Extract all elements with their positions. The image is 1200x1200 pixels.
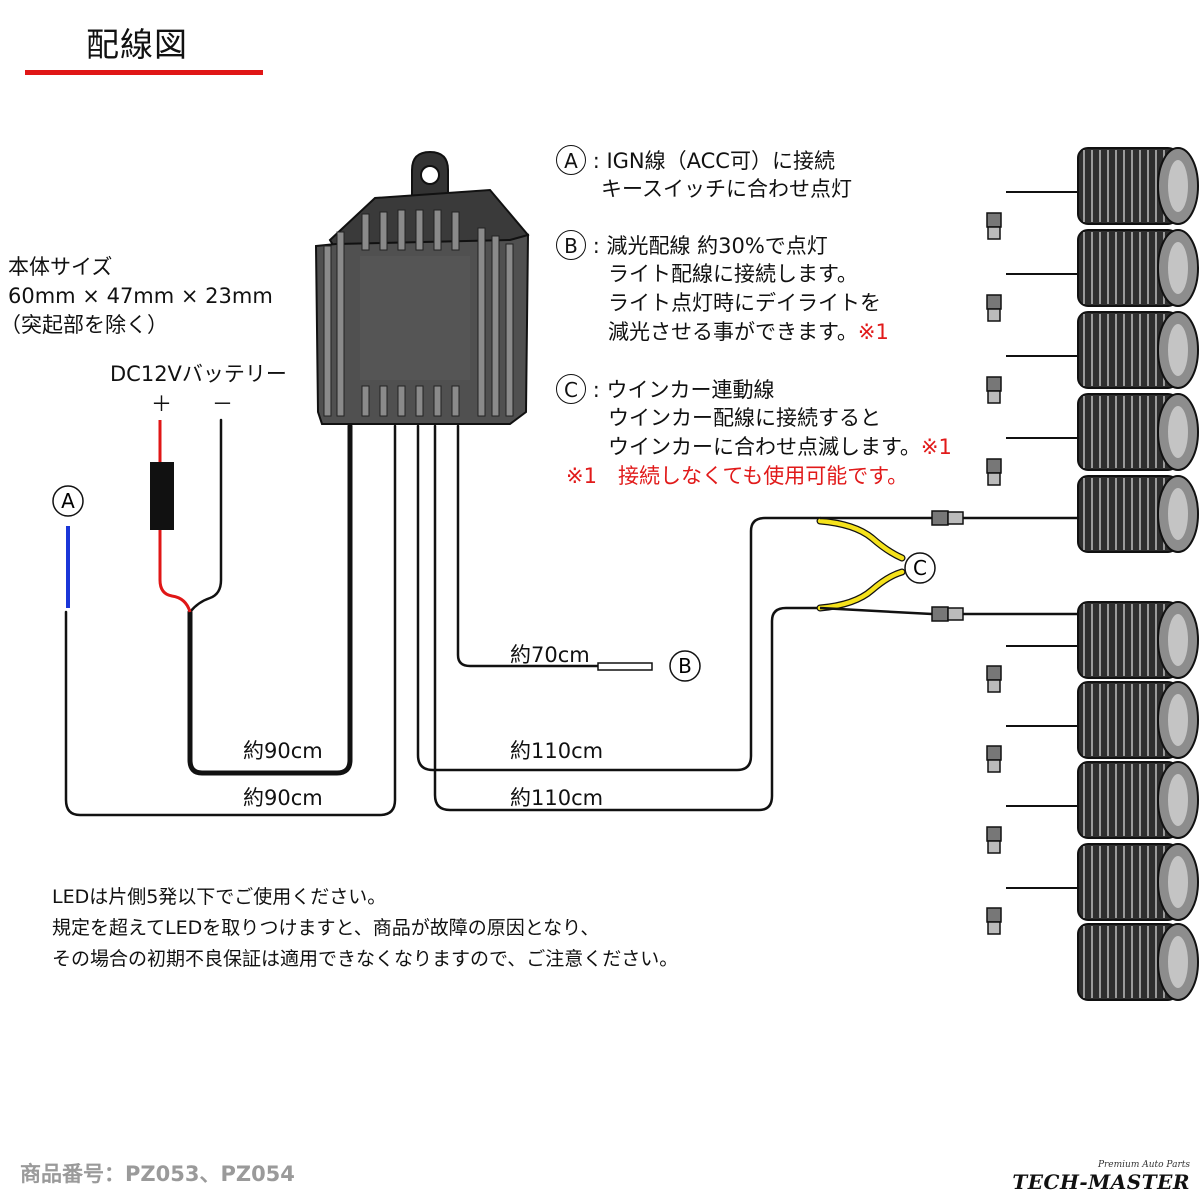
led-link-connector xyxy=(986,665,1002,681)
led-link-connector xyxy=(986,745,1002,761)
body-size-note: （突起部を除く） xyxy=(0,313,168,337)
note-a-line2: キースイッチに合わせ点灯 xyxy=(601,177,852,201)
led-link-connector-cap xyxy=(987,390,1001,404)
note-b-ref: ※1 xyxy=(857,320,889,344)
led-link-connector-cap xyxy=(987,679,1001,693)
led-lamps xyxy=(986,147,1199,1001)
led-link-connector-cap xyxy=(987,759,1001,773)
unit-wires xyxy=(64,418,822,817)
wire-length-90a: 約90cm xyxy=(243,739,323,763)
wire-length-90b: 約90cm xyxy=(243,786,323,810)
note-c-line1: ウインカー連動線 xyxy=(606,378,775,402)
note-b-line2: ライト配線に接続します。 xyxy=(608,262,858,286)
logo-name: TECH-MASTER xyxy=(1012,1170,1190,1194)
led-lens-inner xyxy=(1168,160,1188,212)
led-link-connector xyxy=(986,826,1002,842)
dimmer-wire-end xyxy=(597,662,653,671)
led-link-connector-cap xyxy=(987,472,1001,486)
battery-minus: － xyxy=(212,392,233,416)
diagram-markers: A B C xyxy=(52,485,936,682)
led-lens-inner xyxy=(1168,406,1188,458)
led-feed-wires xyxy=(819,516,1078,616)
led-link-connector-cap xyxy=(987,921,1001,935)
product-code: 商品番号：PZ053、PZ054 xyxy=(20,1162,295,1186)
led-lens-inner xyxy=(1168,936,1188,988)
page-title: 配線図 xyxy=(86,25,188,64)
led-link-connector-cap xyxy=(987,308,1001,322)
wire-length-110b: 約110cm xyxy=(510,786,604,810)
led-link-connector xyxy=(986,294,1002,310)
led-lens-inner xyxy=(1168,774,1188,826)
battery-plus-wire xyxy=(150,420,192,613)
turn-signal-wires xyxy=(816,517,906,612)
note-c-line2: ウインカー配線に接続すると xyxy=(608,406,881,430)
note-b-marker: B xyxy=(556,230,586,260)
led-lens-inner xyxy=(1168,324,1188,376)
feed-connectors xyxy=(931,510,964,622)
brand-logo: Premium Auto Parts TECH-MASTER xyxy=(1012,1160,1190,1194)
warning-line: LEDは片側5発以下でご使用ください。 xyxy=(52,886,387,908)
led-lens-inner xyxy=(1168,856,1188,908)
led-link-connector-cap xyxy=(987,226,1001,240)
battery-label: DC12Vバッテリー xyxy=(110,362,287,386)
note-c-marker: C xyxy=(556,374,586,404)
led-lens-inner xyxy=(1168,242,1188,294)
led-lens-inner xyxy=(1168,694,1188,746)
warning-line: 規定を超えてLEDを取りつけますと、商品が故障の原因となり、 xyxy=(52,917,600,939)
wire-length-110a: 約110cm xyxy=(510,739,604,763)
led-link-connector xyxy=(986,376,1002,392)
logo-subtitle: Premium Auto Parts xyxy=(1097,1160,1190,1170)
note-b-line4: 減光させる事ができます。※1 xyxy=(608,320,889,344)
note-c: C : ウインカー連動線 xyxy=(556,374,774,405)
note-c-ref: ※1 xyxy=(920,435,952,459)
note-b-line3: ライト点灯時にデイライトを xyxy=(608,291,881,315)
led-lens-inner xyxy=(1168,488,1188,540)
note-b: B : 減光配線 約30%で点灯 xyxy=(556,230,828,261)
wire-length-70: 約70cm xyxy=(510,643,590,667)
warning-line: その場合の初期不良保証は適用できなくなりますので、ご注意ください。 xyxy=(52,948,679,970)
led-link-connector xyxy=(986,907,1002,923)
footnote: ※1 接続しなくても使用可能です。 xyxy=(566,464,909,488)
title-underline xyxy=(25,70,263,75)
led-link-connector-cap xyxy=(987,840,1001,854)
led-link-connector xyxy=(986,212,1002,228)
note-c-line3: ウインカーに合わせ点滅します。※1 xyxy=(608,435,952,459)
battery-plus: ＋ xyxy=(151,392,172,416)
marker-a: A xyxy=(61,489,75,513)
led-link-connector xyxy=(986,458,1002,474)
warning-text: LEDは片側5発以下でご使用ください。 規定を超えてLEDを取りつけますと、商品… xyxy=(52,882,678,975)
marker-b: B xyxy=(678,654,692,678)
note-a-line1: IGN線（ACC可）に接続 xyxy=(606,149,835,173)
control-unit xyxy=(314,150,530,425)
note-b-line1: 減光配線 約30%で点灯 xyxy=(606,234,828,258)
note-a-marker: A xyxy=(556,145,586,175)
marker-c: C xyxy=(913,556,927,580)
body-size-label: 本体サイズ xyxy=(8,255,113,279)
body-size-dims: 60mm × 47mm × 23mm xyxy=(8,284,273,308)
note-a: A : IGN線（ACC可）に接続 xyxy=(556,145,835,176)
led-lens-inner xyxy=(1168,614,1188,666)
